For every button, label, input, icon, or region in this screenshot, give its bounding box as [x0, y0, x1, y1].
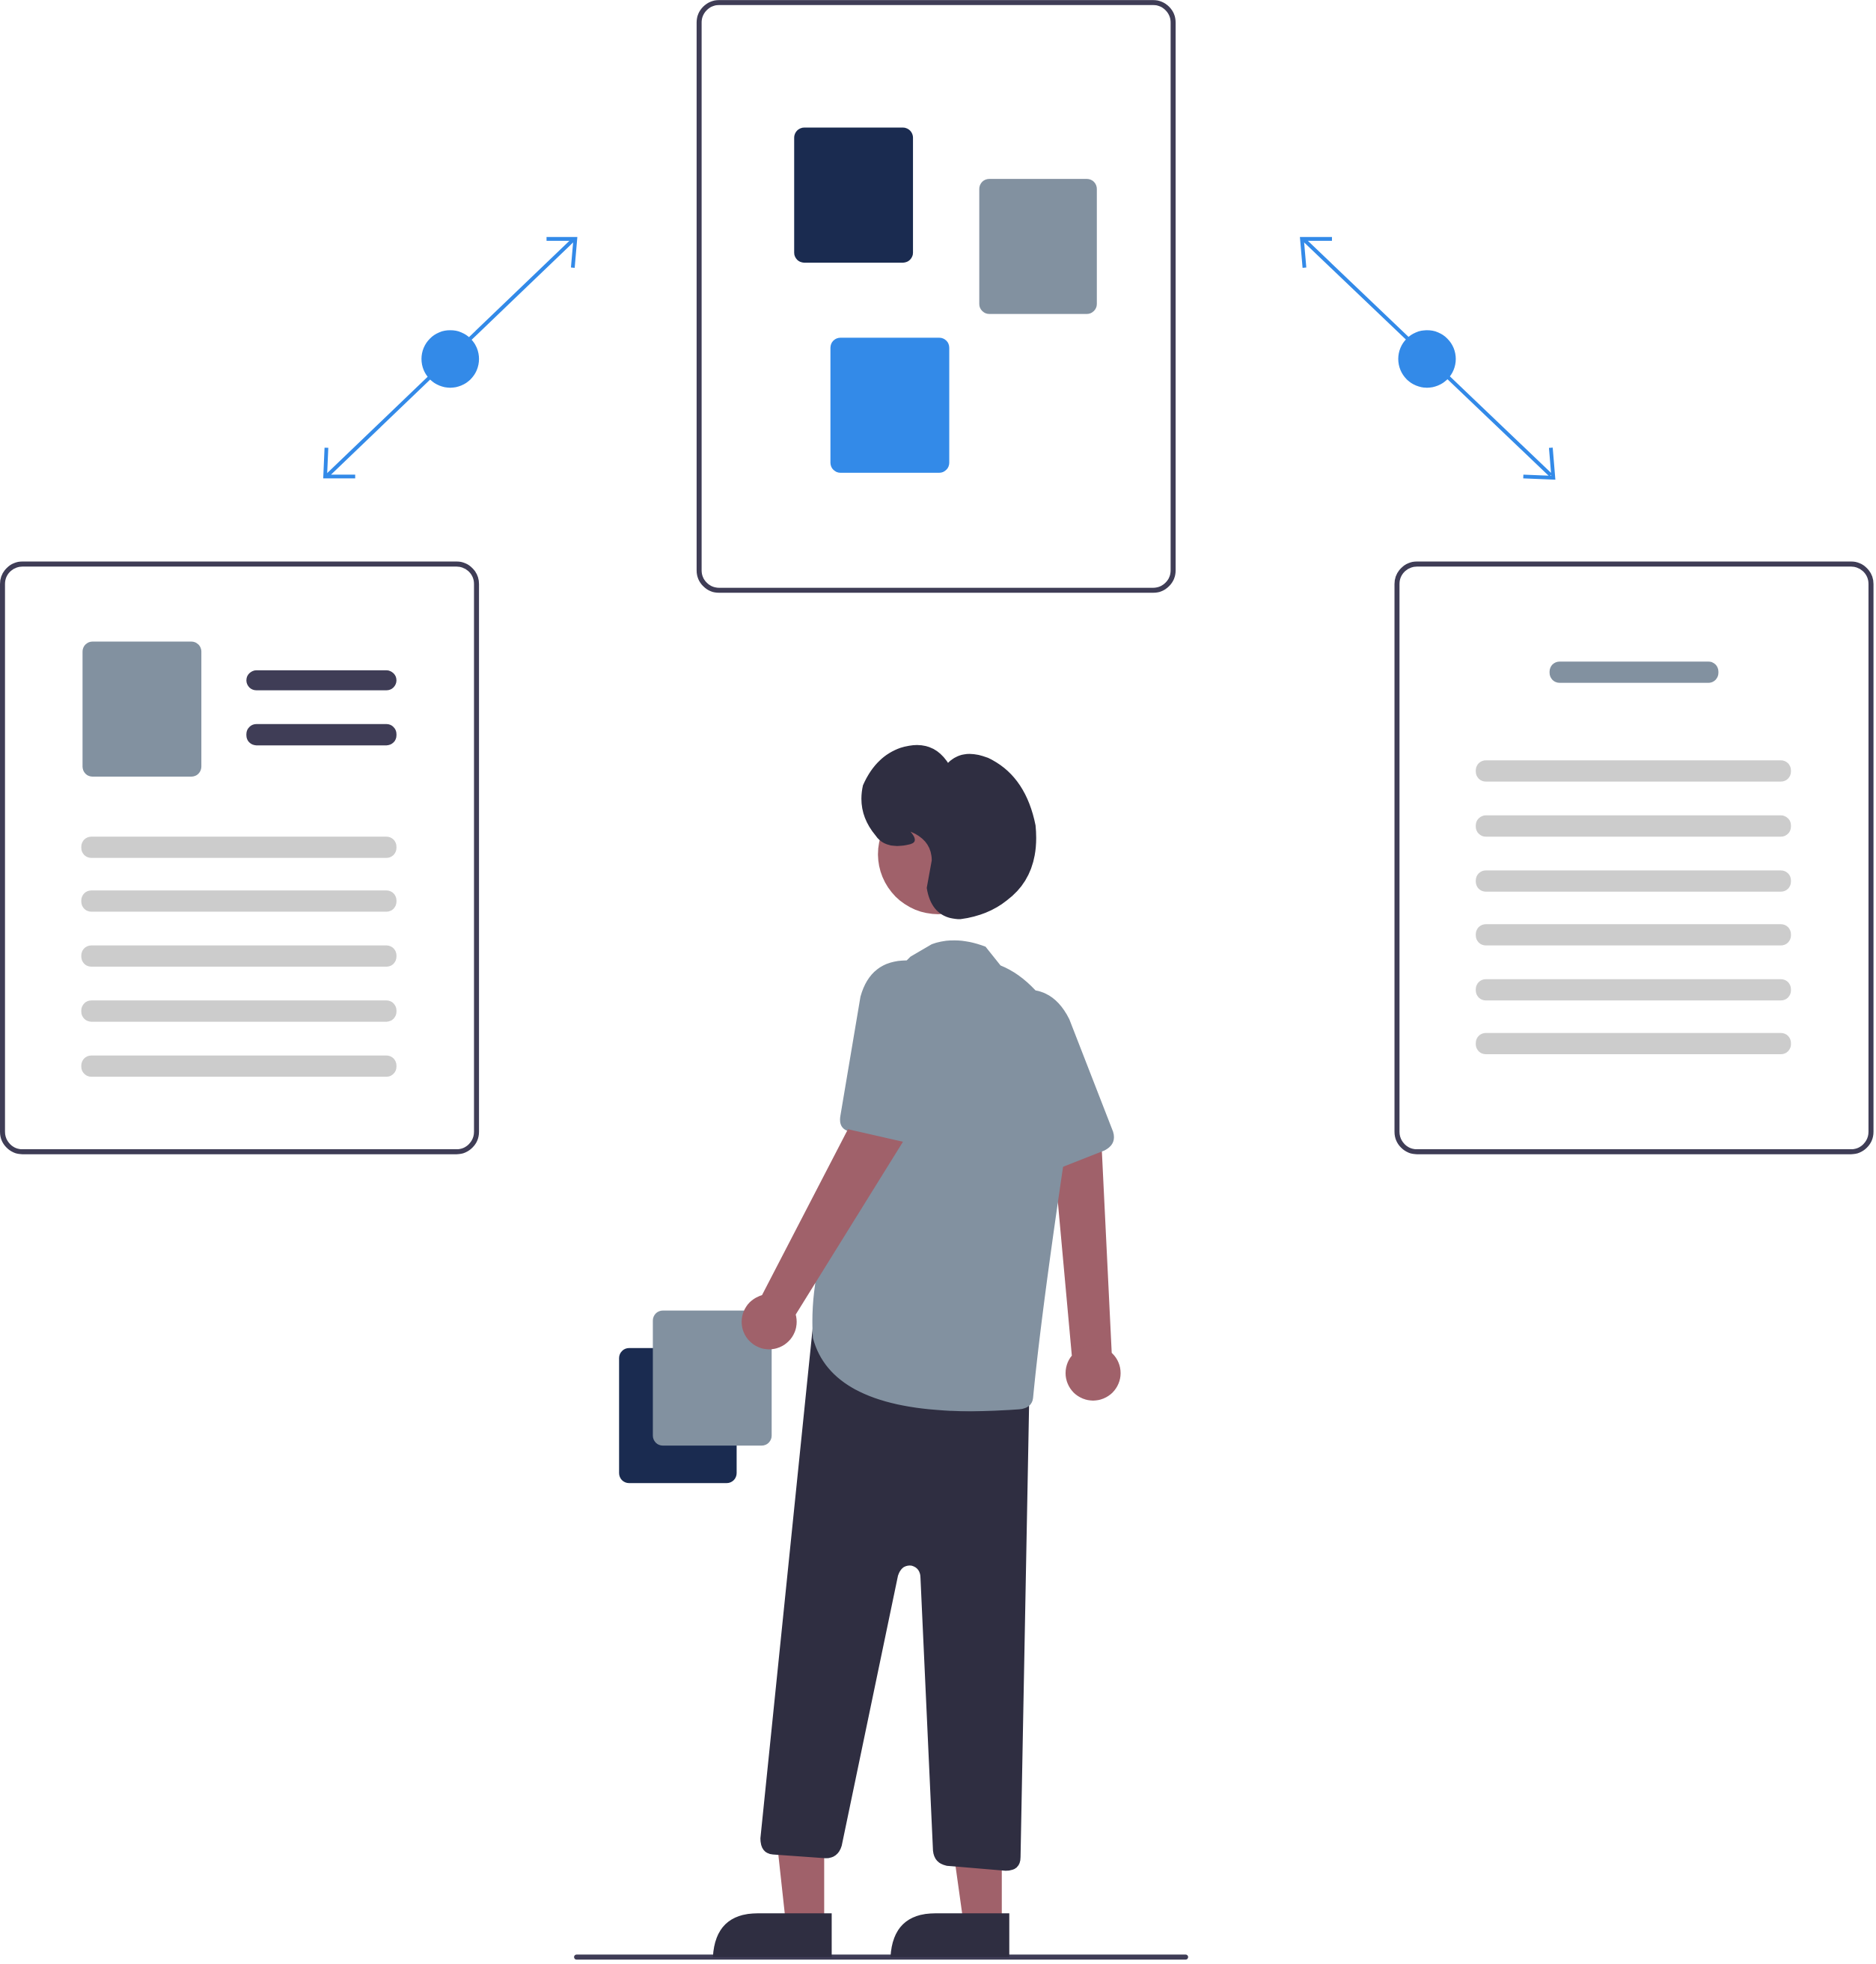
shirt [812, 940, 1114, 1412]
held-slate-folder [653, 1310, 772, 1446]
right-card [1394, 561, 1874, 1154]
left-double-arrow-icon [323, 236, 578, 479]
heading-line [246, 670, 397, 691]
title-line [1549, 661, 1719, 683]
left-hand [742, 1294, 797, 1350]
text-line [81, 836, 397, 858]
heading-line [246, 724, 397, 746]
text-line [1476, 870, 1791, 892]
hair [861, 744, 1036, 920]
blue-block [830, 337, 950, 473]
right-card-frame [1394, 561, 1874, 1154]
slate-block [979, 179, 1097, 314]
left-leg [777, 1850, 825, 1920]
text-line [1476, 979, 1791, 1001]
text-line [81, 945, 397, 967]
center-card [696, 0, 1176, 593]
left-arm [757, 1129, 903, 1324]
center-card-frame [696, 0, 1176, 593]
right-hand [1065, 1345, 1121, 1401]
person [619, 744, 1121, 1957]
connector-node [421, 330, 480, 388]
text-line [1476, 815, 1791, 837]
right-leg [954, 1857, 1002, 1920]
text-line [1476, 1033, 1791, 1055]
right-arm [1054, 1150, 1112, 1356]
left-card [0, 561, 480, 1154]
right-double-arrow-icon [1300, 236, 1556, 480]
right-shoe [890, 1913, 1009, 1957]
left-shoe [712, 1913, 832, 1957]
connector-node [1398, 330, 1456, 388]
text-line [81, 890, 397, 912]
text-line [1476, 760, 1791, 782]
text-line [81, 1055, 397, 1077]
navy-block [794, 127, 914, 263]
pants [760, 1325, 1030, 1871]
text-line [81, 1000, 397, 1022]
image-placeholder-icon [82, 641, 202, 777]
text-line [1476, 924, 1791, 946]
